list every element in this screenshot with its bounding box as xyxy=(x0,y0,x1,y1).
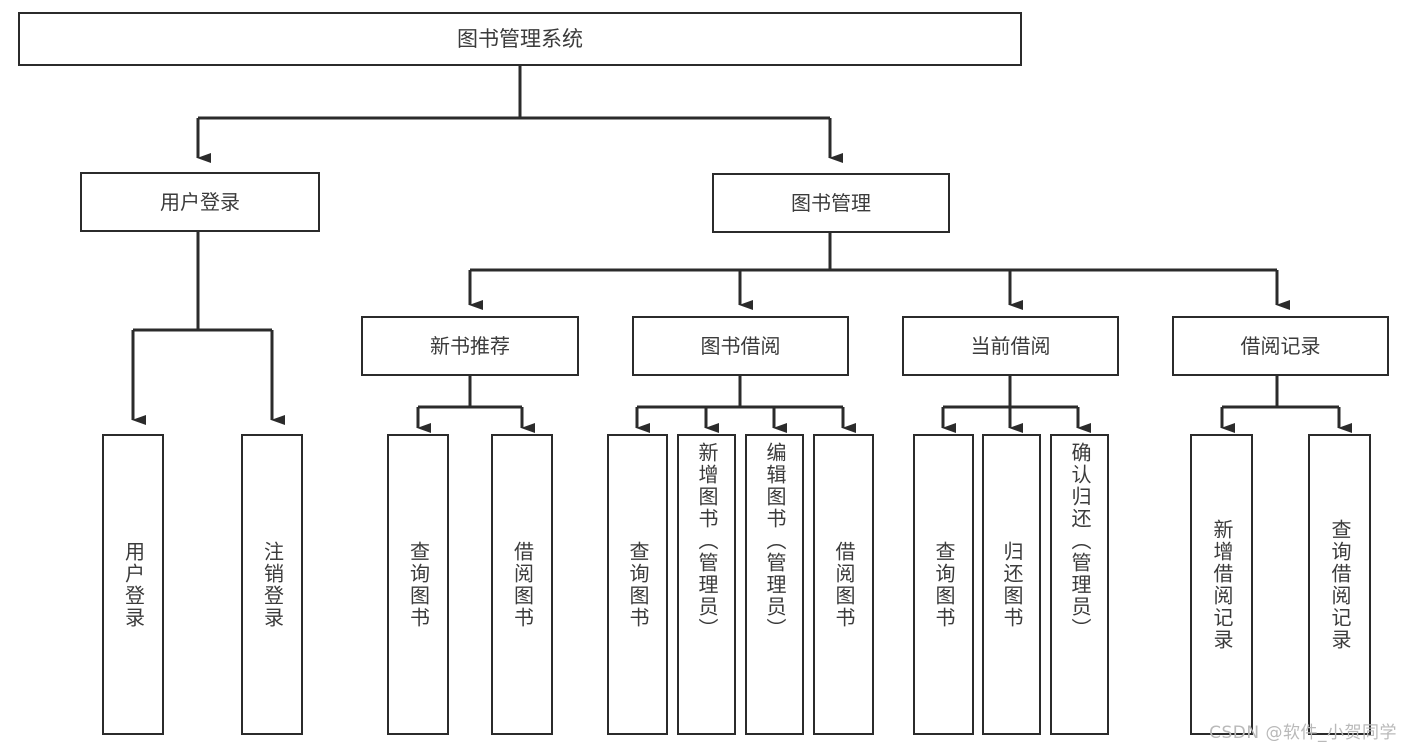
node-label: 图书管理 xyxy=(791,190,871,215)
node-root-book-management-system[interactable]: 图书管理系统 xyxy=(18,12,1022,66)
watermark-csdn: CSDN @软件_小贺同学 xyxy=(1209,723,1397,743)
node-user-login[interactable]: 用户登录 xyxy=(80,172,320,232)
leaf-current-borrow-confirm-return-admin[interactable]: 确认归还（管理员） xyxy=(1050,434,1109,735)
leaf-current-borrow-return-book[interactable]: 归还图书 xyxy=(982,434,1041,735)
node-label: 确认归还（管理员） xyxy=(1068,442,1092,640)
node-label: 归还图书 xyxy=(1000,540,1024,629)
leaf-book-borrow-edit-book-admin[interactable]: 编辑图书（管理员） xyxy=(745,434,804,735)
node-label: 借阅记录 xyxy=(1240,333,1321,358)
node-label: 借阅图书 xyxy=(510,540,535,629)
node-label: 图书借阅 xyxy=(700,333,781,358)
node-book-borrowing[interactable]: 图书借阅 xyxy=(632,316,849,376)
node-new-book-recommendation[interactable]: 新书推荐 xyxy=(361,316,579,376)
node-label: 新增借阅记录 xyxy=(1210,518,1234,651)
leaf-user-login-login[interactable]: 用户登录 xyxy=(102,434,164,735)
node-borrowing-record[interactable]: 借阅记录 xyxy=(1172,316,1389,376)
node-label: 借阅图书 xyxy=(832,540,856,629)
leaf-current-borrow-query-book[interactable]: 查询图书 xyxy=(913,434,974,735)
node-label: 图书管理系统 xyxy=(457,26,583,51)
leaf-book-borrow-borrow-book[interactable]: 借阅图书 xyxy=(813,434,874,735)
node-label: 新增图书（管理员） xyxy=(695,442,719,640)
node-label: 查询借阅记录 xyxy=(1328,518,1352,651)
leaf-book-borrow-add-book-admin[interactable]: 新增图书（管理员） xyxy=(677,434,736,735)
node-label: 查询图书 xyxy=(626,540,650,629)
leaf-new-book-query-book[interactable]: 查询图书 xyxy=(387,434,449,735)
leaf-borrow-record-add-record[interactable]: 新增借阅记录 xyxy=(1190,434,1253,735)
node-current-borrowing[interactable]: 当前借阅 xyxy=(902,316,1119,376)
node-label: 新书推荐 xyxy=(430,333,510,358)
leaf-book-borrow-query-book[interactable]: 查询图书 xyxy=(607,434,668,735)
node-label: 查询图书 xyxy=(406,540,431,629)
node-label: 用户登录 xyxy=(160,189,240,214)
node-label: 编辑图书（管理员） xyxy=(763,442,787,640)
leaf-user-login-logout[interactable]: 注销登录 xyxy=(241,434,303,735)
node-label: 注销登录 xyxy=(260,540,285,629)
leaf-borrow-record-query-record[interactable]: 查询借阅记录 xyxy=(1308,434,1371,735)
leaf-new-book-borrow-book[interactable]: 借阅图书 xyxy=(491,434,553,735)
node-label: 查询图书 xyxy=(932,540,956,629)
node-book-management[interactable]: 图书管理 xyxy=(712,173,950,233)
node-label: 用户登录 xyxy=(121,540,146,629)
node-label: 当前借阅 xyxy=(970,333,1051,358)
